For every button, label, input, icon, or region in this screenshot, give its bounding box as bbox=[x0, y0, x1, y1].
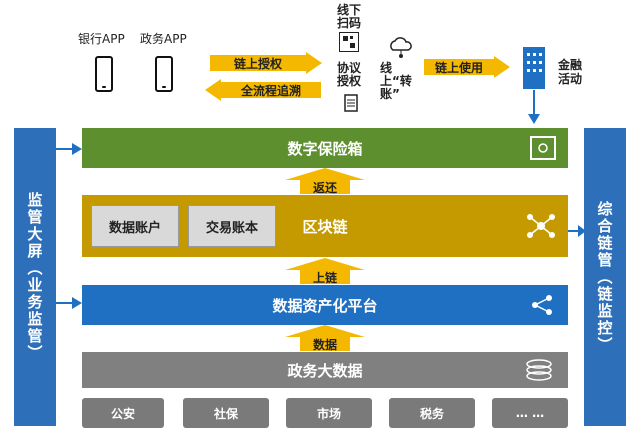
blockchain-layer: 区块链 数据账户 交易账本 bbox=[82, 195, 568, 257]
left-panel-label: 监管大屏（业务监管） bbox=[25, 192, 44, 362]
data-arrow: 数据 bbox=[285, 325, 365, 352]
vault-label: 数字保险箱 bbox=[287, 139, 363, 158]
blockchain-label: 区块链 bbox=[302, 217, 348, 236]
data-label: 数据 bbox=[300, 337, 350, 352]
left-panel: 监管大屏（业务监管） bbox=[14, 128, 56, 426]
return-label: 返还 bbox=[300, 180, 350, 195]
protocol-auth-label: 协议授权 bbox=[337, 61, 362, 88]
offline-scan-label: 线下扫码 bbox=[337, 3, 362, 30]
chain-auth-label: 链上授权 bbox=[233, 57, 282, 71]
chain-use-label: 链上使用 bbox=[434, 61, 483, 75]
right-connector-arrow bbox=[566, 225, 586, 237]
finance-label: 金融活动 bbox=[558, 58, 583, 86]
left-connector-arrow-1 bbox=[56, 143, 82, 155]
chain-auth-arrow: 链上授权 bbox=[210, 52, 322, 74]
right-panel: 综合链管（链监控） bbox=[584, 128, 626, 426]
bank-app-label: 银行APP bbox=[78, 32, 125, 46]
source-social-security: 社保 bbox=[183, 398, 269, 428]
source-tax: 税务 bbox=[389, 398, 475, 428]
document-icon bbox=[344, 94, 358, 112]
source-police: 公安 bbox=[82, 398, 164, 428]
full-trace-arrow: 全流程追溯 bbox=[205, 79, 321, 101]
right-arrow-icon bbox=[210, 52, 322, 74]
share-icon bbox=[532, 295, 552, 315]
chain-use-arrow: 链上使用 bbox=[424, 56, 510, 78]
onchain-label: 上链 bbox=[300, 270, 350, 285]
tx-ledger-box: 交易账本 bbox=[188, 205, 276, 247]
left-connector-arrow-2 bbox=[56, 297, 82, 309]
building-icon bbox=[521, 45, 547, 89]
platform-label: 数据资产化平台 bbox=[272, 296, 378, 315]
up-arrow-icon bbox=[285, 168, 365, 180]
network-nodes-icon bbox=[527, 214, 555, 238]
down-arrow-icon bbox=[528, 90, 540, 124]
up-arrow-icon bbox=[285, 258, 365, 270]
right-panel-label: 综合链管（链监控） bbox=[595, 200, 614, 354]
cloud-network-icon bbox=[388, 36, 414, 60]
vault-layer: 数字保险箱 bbox=[82, 128, 568, 168]
gov-phone-icon bbox=[155, 56, 173, 92]
return-arrow: 返还 bbox=[285, 168, 365, 195]
bigdata-label: 政务大数据 bbox=[287, 361, 363, 380]
gov-app-label: 政务APP bbox=[140, 32, 187, 46]
onchain-arrow: 上链 bbox=[285, 258, 365, 285]
source-more: … … bbox=[492, 398, 568, 428]
bigdata-layer: 政务大数据 bbox=[82, 352, 568, 388]
online-transfer-label: 线上“转账” bbox=[380, 61, 412, 101]
right-arrow-icon bbox=[424, 56, 510, 78]
source-market: 市场 bbox=[286, 398, 372, 428]
coins-icon bbox=[526, 359, 552, 381]
bank-phone-icon bbox=[95, 56, 113, 92]
full-trace-label: 全流程追溯 bbox=[240, 84, 301, 98]
data-account-box: 数据账户 bbox=[91, 205, 179, 247]
left-arrow-icon bbox=[205, 79, 321, 101]
qr-code-icon bbox=[338, 31, 360, 53]
up-arrow-icon bbox=[285, 325, 365, 337]
safe-icon bbox=[530, 136, 556, 160]
platform-layer: 数据资产化平台 bbox=[82, 285, 568, 325]
